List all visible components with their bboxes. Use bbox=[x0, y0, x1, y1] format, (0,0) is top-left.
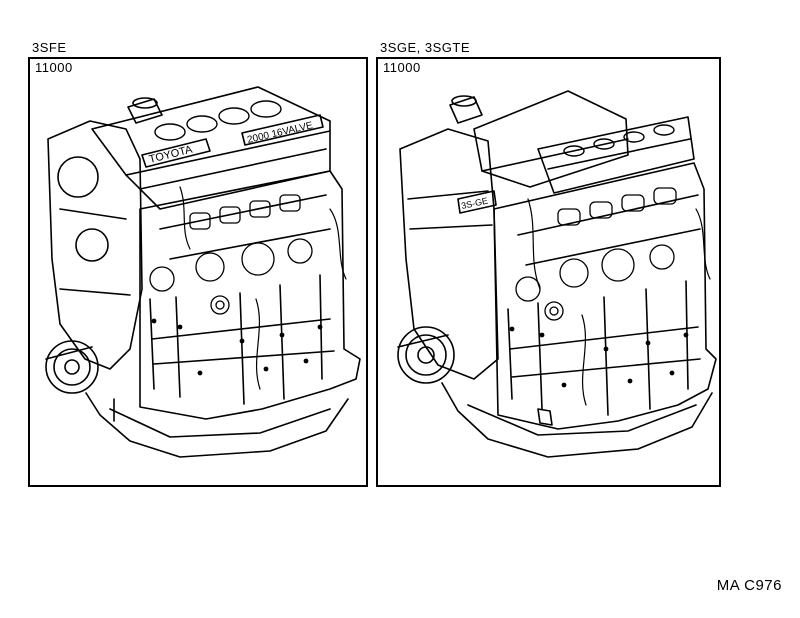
panel-3sfe: 11000 TOYOTA 2000 16VALVE bbox=[28, 57, 368, 487]
figure-reference-code: MA C976 bbox=[716, 577, 782, 594]
part-number-3sfe: 11000 bbox=[35, 60, 73, 75]
part-number-3sge-3sgte: 11000 bbox=[383, 60, 421, 75]
panel-caption-3sge-3sgte: 3SGE, 3SGTE bbox=[380, 40, 471, 55]
panel-caption-3sfe: 3SFE bbox=[32, 40, 67, 55]
panel-3sge-3sgte: 11000 3S-GE bbox=[376, 57, 721, 487]
engine-assembly-3sge-icon: 3S-GE bbox=[397, 90, 717, 458]
engine-assembly-3sfe-icon: TOYOTA 2000 16VALVE bbox=[45, 86, 361, 458]
